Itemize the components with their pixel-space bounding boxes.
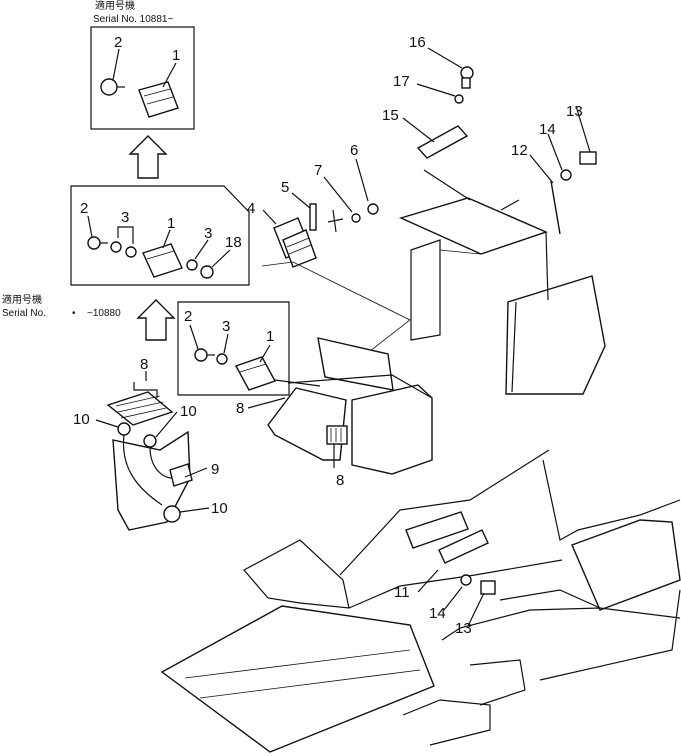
callout-9: 9: [211, 461, 219, 478]
top-applicable-label: 適用号機: [95, 0, 135, 12]
callout-5: 5: [281, 179, 289, 196]
callout-top-2: 2: [114, 34, 122, 51]
callout-8b: 8: [236, 400, 244, 417]
arrow-up-icon: [136, 299, 176, 341]
callout-10c: 10: [211, 500, 228, 517]
callout-14b: 14: [429, 605, 446, 622]
callout-mid-3a: 3: [121, 209, 129, 226]
callout-15: 15: [382, 107, 399, 124]
relay-assembly: [261, 158, 411, 356]
left-serial-range: ~10880: [87, 308, 121, 319]
callout-11: 11: [394, 584, 410, 601]
callout-12: 12: [511, 142, 528, 159]
console-housing: [247, 337, 433, 475]
callout-mid-18: 18: [225, 234, 242, 251]
top-serial-note: Serial No. 10881~: [93, 14, 173, 25]
callout-mid-3b: 3: [204, 225, 212, 242]
callout-13b: 13: [455, 620, 472, 637]
floor-frame: [160, 449, 681, 753]
callout-top-1: 1: [172, 47, 180, 64]
callout-6: 6: [350, 142, 358, 159]
callout-7: 7: [314, 162, 322, 179]
inset-lower: [177, 301, 321, 396]
callout-14a: 14: [539, 121, 556, 138]
callout-4: 4: [247, 200, 255, 217]
callout-8c: 8: [336, 472, 344, 489]
callout-low-3: 3: [222, 318, 230, 335]
callout-low-2: 2: [184, 308, 192, 325]
fender-assembly: [398, 47, 606, 395]
callout-13a: 13: [566, 103, 583, 120]
callout-10a: 10: [73, 411, 90, 428]
left-applicable-label: 適用号機: [2, 293, 42, 306]
callout-10b: 10: [180, 403, 197, 420]
callout-mid-2: 2: [80, 200, 88, 217]
inset-top: [90, 26, 195, 130]
callout-16: 16: [409, 34, 426, 51]
lever-assembly: [95, 371, 210, 531]
callout-17: 17: [393, 73, 410, 90]
left-serial-prefix: Serial No.: [2, 308, 46, 319]
left-serial-dot: •: [72, 308, 76, 319]
arrow-up-icon: [128, 135, 168, 179]
callout-8a: 8: [140, 356, 148, 373]
callout-mid-1: 1: [167, 215, 175, 232]
callout-low-1: 1: [266, 328, 274, 345]
inset-middle: [70, 185, 250, 286]
